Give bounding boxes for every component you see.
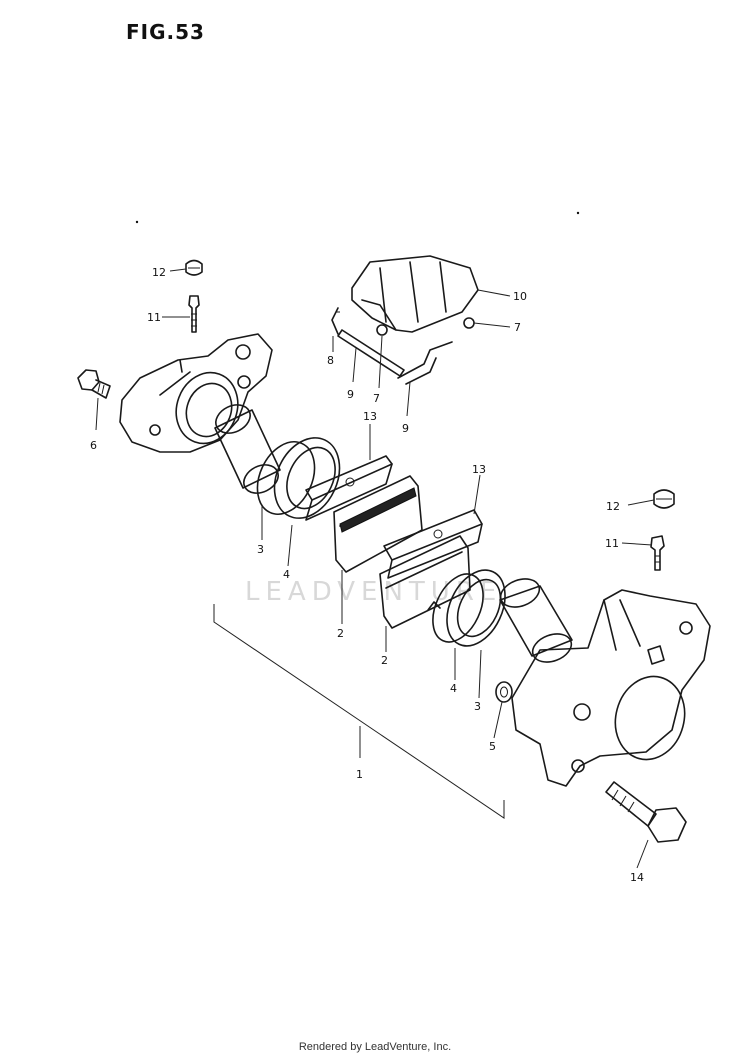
callout-7: 7 [514, 321, 521, 334]
callout-10: 10 [513, 290, 527, 303]
pad-pin-9 [337, 329, 405, 377]
callout-12: 12 [152, 266, 166, 279]
callout-13: 13 [472, 463, 486, 476]
callout-9: 9 [347, 388, 354, 401]
footer-credit: Rendered by LeadVenture, Inc. [298, 1041, 452, 1053]
cap-nut-left [185, 259, 203, 276]
cap-nut-right [653, 489, 675, 509]
pad-spring-9 [397, 341, 453, 385]
bolt-14 [605, 781, 687, 843]
screw-7-lower [376, 324, 388, 336]
callout-11: 11 [147, 311, 161, 324]
washer-5 [495, 681, 513, 703]
callout-4: 4 [283, 568, 290, 581]
bleeder-screw-left [188, 295, 200, 333]
callout-labels: 12 11 6 10 7 8 9 7 9 13 13 12 11 3 4 2 2… [90, 266, 644, 884]
callout-6: 6 [90, 439, 97, 452]
speck [576, 211, 580, 215]
small-clip [427, 601, 441, 611]
piston-right [499, 578, 573, 663]
shim-left [305, 455, 393, 521]
callout-11: 11 [605, 537, 619, 550]
callout-9: 9 [402, 422, 409, 435]
callout-3: 3 [474, 700, 481, 713]
speck [135, 220, 139, 224]
callout-7: 7 [373, 392, 380, 405]
clip-8 [331, 307, 340, 335]
callout-5: 5 [489, 740, 496, 753]
callout-12: 12 [606, 500, 620, 513]
pad-cover [351, 255, 479, 333]
piston-left [214, 404, 281, 494]
brake-pad-right [379, 535, 471, 629]
bleeder-screw-right [650, 535, 665, 571]
callout-1: 1 [356, 768, 363, 781]
caliper-half-right [511, 589, 711, 787]
callout-2: 2 [337, 627, 344, 640]
figure-title: FIG.53 [126, 20, 205, 44]
seal-right [432, 569, 506, 647]
callout-8: 8 [327, 354, 334, 367]
screw-7-upper [463, 317, 475, 329]
leader-lines [95, 268, 655, 869]
callout-13: 13 [363, 410, 377, 423]
callout-2: 2 [381, 654, 388, 667]
shim-right [383, 509, 483, 579]
callout-3: 3 [257, 543, 264, 556]
callout-4: 4 [450, 682, 457, 695]
brake-pad-left [333, 475, 423, 573]
callout-14: 14 [630, 871, 644, 884]
bolt-6 [77, 369, 111, 399]
caliper-half-left [119, 333, 273, 453]
